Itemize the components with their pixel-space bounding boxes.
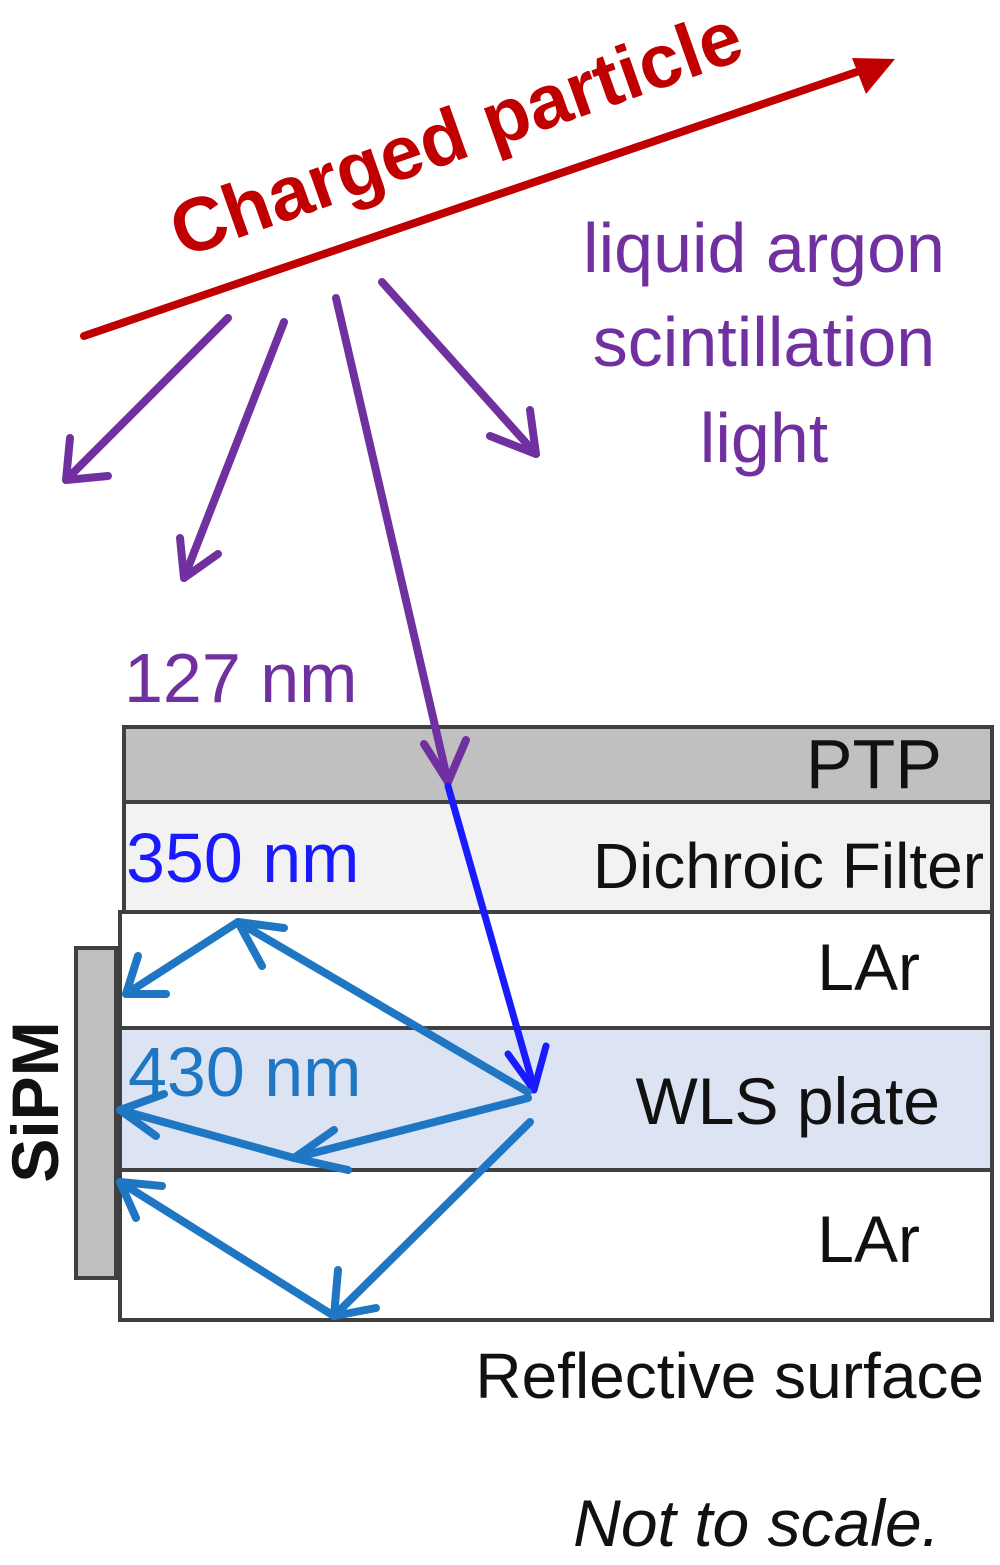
reflective-surface-label: Reflective surface bbox=[475, 1340, 984, 1412]
not-to-scale-note: Not to scale. bbox=[573, 1486, 940, 1560]
light-350nm-path bbox=[444, 782, 550, 1094]
wavelength-350-label: 350 nm bbox=[126, 819, 359, 897]
sipm-label: SiPM bbox=[0, 1021, 72, 1182]
light-430nm-paths bbox=[116, 918, 534, 1320]
sipm-bar bbox=[74, 946, 118, 1280]
ptp-label: PTP bbox=[806, 725, 942, 803]
scintillation-arrows bbox=[62, 278, 540, 786]
dichroic-filter-layer bbox=[122, 800, 994, 914]
scintillation-label-line2: scintillation bbox=[593, 303, 935, 381]
wls-plate-label: WLS plate bbox=[636, 1064, 940, 1138]
wavelength-127-label: 127 nm bbox=[124, 639, 357, 717]
lar-top-layer bbox=[118, 910, 994, 1030]
scintillation-label-line1: liquid argon bbox=[583, 209, 945, 287]
dichroic-filter-label: Dichroic Filter bbox=[593, 830, 984, 902]
lar-bottom-label: LAr bbox=[817, 1202, 920, 1276]
wavelength-430-label: 430 nm bbox=[128, 1033, 361, 1111]
lar-top-label: LAr bbox=[817, 930, 920, 1004]
charged-particle-track bbox=[80, 60, 884, 340]
ptp-layer bbox=[122, 725, 994, 804]
scintillation-label-line3: light bbox=[700, 399, 828, 477]
charged-particle-arrowhead bbox=[852, 58, 895, 94]
lar-bottom-layer bbox=[118, 1168, 994, 1322]
